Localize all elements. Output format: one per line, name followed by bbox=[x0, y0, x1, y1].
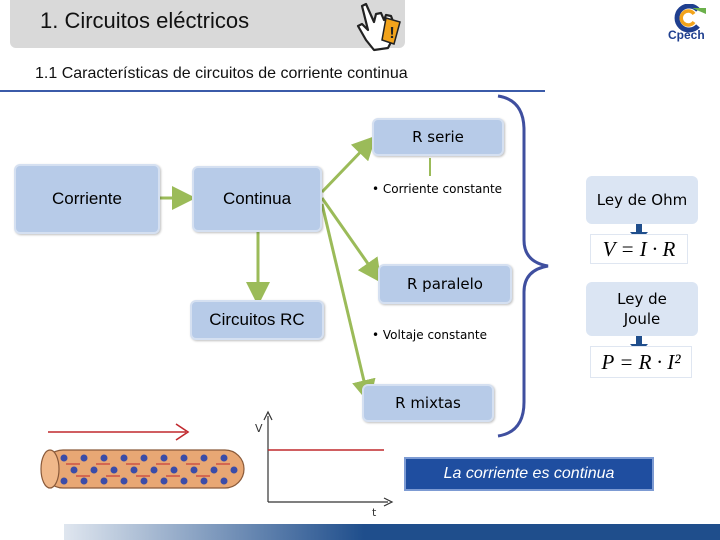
formula-joule: P = R · I² bbox=[590, 346, 692, 378]
connector-continua-rparalelo bbox=[320, 197, 382, 283]
graph-y-axis-label: V bbox=[255, 422, 263, 435]
curly-brace bbox=[497, 94, 549, 438]
bullet-dot: • bbox=[372, 328, 383, 342]
box-r-paralelo: R paralelo bbox=[378, 264, 512, 304]
box-continua-label: Continua bbox=[222, 189, 292, 208]
bullet-voltaje-constante-label: Voltaje constante bbox=[382, 328, 487, 342]
formula-joule-text: P = R · I² bbox=[601, 349, 681, 374]
logo-text: Cpech bbox=[668, 28, 705, 42]
connector-continua-rmixtas bbox=[320, 203, 376, 404]
formula-ohm: V = I · R bbox=[590, 234, 688, 264]
box-circuitos-rc: Circuitos RC bbox=[190, 300, 324, 340]
box-r-paralelo-label: R paralelo bbox=[406, 275, 483, 293]
box-corriente: Corriente bbox=[14, 164, 160, 234]
box-r-mixtas: R mixtas bbox=[362, 384, 494, 422]
box-r-mixtas-label: R mixtas bbox=[395, 394, 461, 412]
bullet-dot: • bbox=[372, 182, 383, 196]
box-ley-de-joule-label: Ley de Joule bbox=[617, 289, 667, 328]
bullet-corriente-constante: • Corriente constante bbox=[362, 176, 512, 202]
box-r-serie-label: R serie bbox=[412, 128, 464, 146]
subtitle-underline bbox=[0, 90, 545, 92]
box-ley-de-ohm: Ley de Ohm bbox=[586, 176, 698, 224]
current-direction-arrow bbox=[48, 423, 190, 441]
conductor-wire bbox=[40, 449, 245, 489]
box-continua: Continua bbox=[192, 166, 322, 232]
graph-x-axis-label: t bbox=[372, 506, 377, 519]
bullet-voltaje-constante: • Voltaje constante bbox=[362, 322, 512, 348]
box-ley-de-ohm-label: Ley de Ohm bbox=[596, 191, 688, 209]
box-corriente-label: Corriente bbox=[52, 189, 122, 208]
section-subtitle: 1.1 Características de circuitos de corr… bbox=[35, 65, 408, 82]
conclusion-banner: La corriente es continua bbox=[404, 457, 654, 491]
connector-continua-rserie bbox=[320, 135, 377, 194]
box-circuitos-rc-label: Circuitos RC bbox=[209, 310, 305, 329]
page-title: 1. Circuitos eléctricos bbox=[40, 8, 250, 33]
pointing-hand-icon: ! bbox=[356, 2, 401, 52]
footer-bar bbox=[64, 524, 720, 540]
bullet-corriente-constante-label: Corriente constante bbox=[382, 182, 503, 196]
formula-ohm-text: V = I · R bbox=[602, 236, 676, 261]
box-r-serie: R serie bbox=[372, 118, 504, 156]
box-ley-de-joule: Ley de Joule bbox=[586, 282, 698, 336]
voltage-time-graph bbox=[263, 410, 394, 507]
svg-text:!: ! bbox=[389, 25, 394, 42]
conclusion-banner-text: La corriente es continua bbox=[443, 465, 615, 482]
title-bar: 1. Circuitos eléctricos ! bbox=[10, 0, 405, 52]
cpech-logo-icon bbox=[674, 4, 706, 33]
